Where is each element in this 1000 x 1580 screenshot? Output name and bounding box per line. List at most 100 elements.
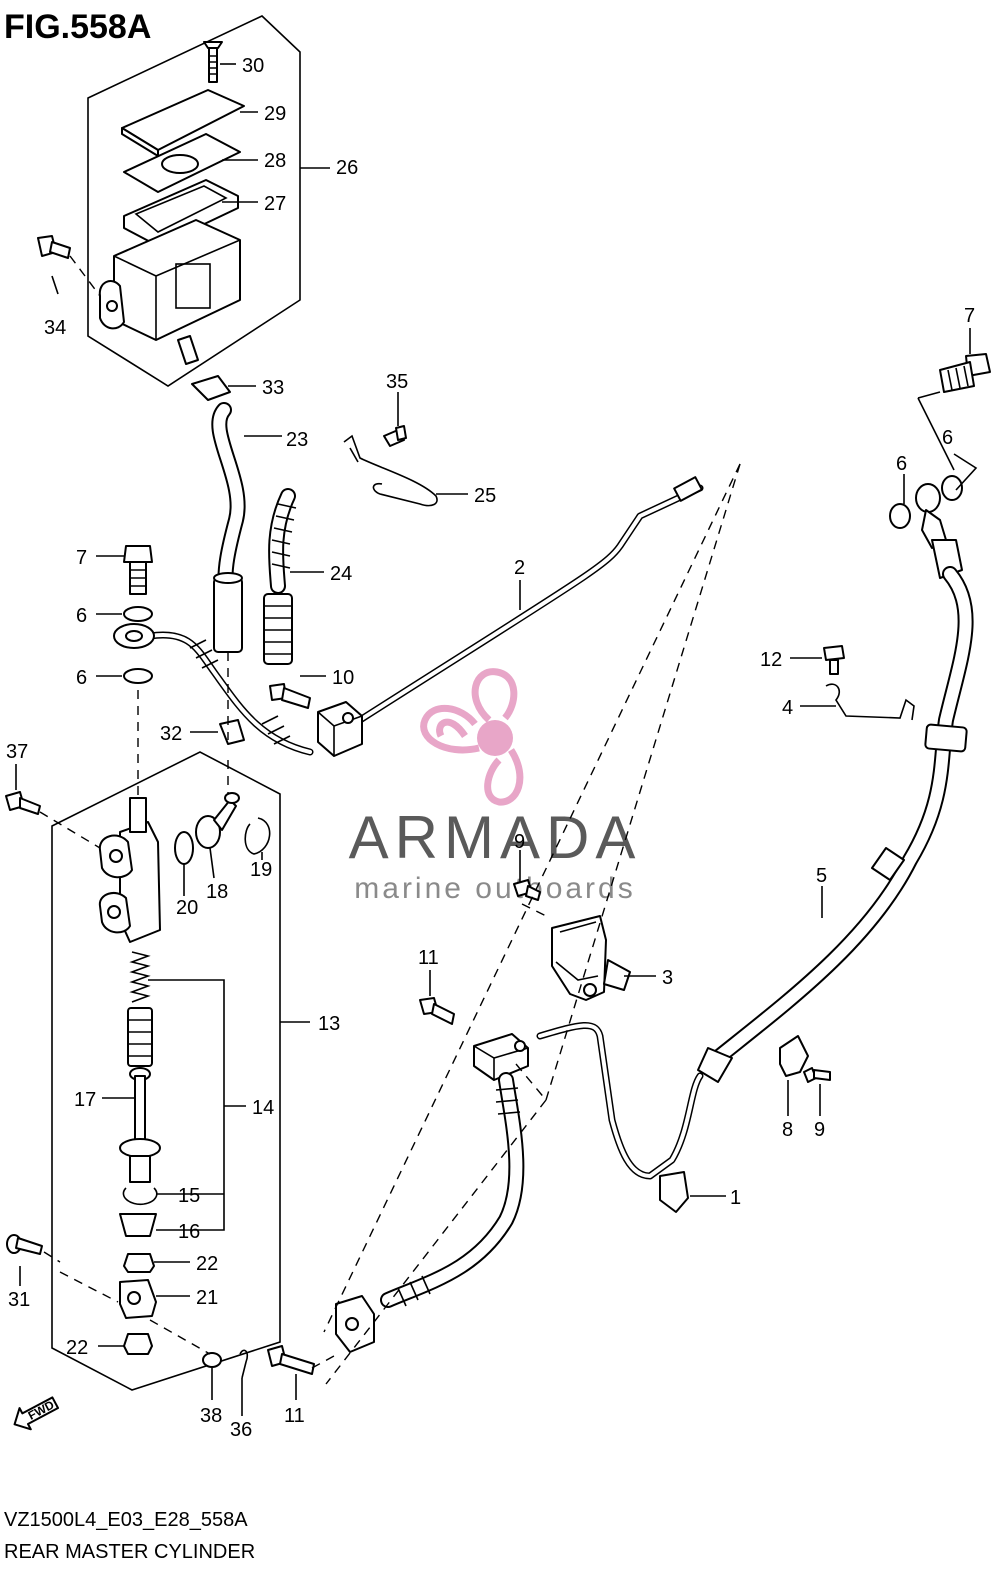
callout-15: 15 xyxy=(178,1185,200,1207)
washer-38 xyxy=(202,1352,222,1368)
callout-7-right: 7 xyxy=(964,305,975,327)
washer-6-top xyxy=(123,606,153,622)
hose-24 xyxy=(263,488,297,665)
union-lower xyxy=(473,1033,529,1081)
master-cylinder-frame xyxy=(51,751,281,1391)
reservoir-body xyxy=(98,219,241,365)
figure-code: VZ1500L4_E03_E28_558A xyxy=(4,1509,248,1531)
callout-33: 33 xyxy=(262,377,284,399)
callout-12: 12 xyxy=(760,649,782,671)
propeller-icon xyxy=(420,668,524,806)
bolt-11-bottom xyxy=(267,1345,315,1375)
fwd-badge: FWD xyxy=(13,1396,60,1431)
brand-tagline: marine outboards xyxy=(354,872,635,905)
callout-6-bottom: 6 xyxy=(76,667,87,689)
callout-13: 13 xyxy=(318,1013,340,1035)
callout-3: 3 xyxy=(662,967,673,989)
callout-36: 36 xyxy=(230,1419,252,1441)
callout-16: 16 xyxy=(178,1221,200,1243)
callout-20: 20 xyxy=(176,897,198,919)
figure-name: REAR MASTER CYLINDER xyxy=(4,1541,255,1563)
callout-35: 35 xyxy=(386,371,408,393)
piston xyxy=(127,1007,153,1067)
brake-hose-lower xyxy=(380,1072,525,1308)
reservoir-frame xyxy=(87,15,301,387)
bracket-3 xyxy=(551,915,631,1001)
connector-18 xyxy=(195,792,240,849)
clamp-33 xyxy=(191,375,231,401)
callout-6-top: 6 xyxy=(76,605,87,627)
clevis-21 xyxy=(119,1279,157,1319)
callout-8: 8 xyxy=(782,1119,793,1141)
callout-11-top: 11 xyxy=(418,947,439,969)
master-cylinder-body xyxy=(98,797,161,943)
callout-26: 26 xyxy=(336,157,358,179)
hose-23 xyxy=(211,402,246,653)
push-rod-17 xyxy=(119,1067,161,1183)
bolt-7-left xyxy=(123,545,153,595)
bolt-34 xyxy=(37,235,101,297)
washer-6-right-a xyxy=(941,475,963,501)
callout-21: 21 xyxy=(196,1287,218,1309)
callout-6-right-a: 6 xyxy=(942,427,953,449)
callout-25: 25 xyxy=(474,485,496,507)
callout-34: 34 xyxy=(44,317,66,339)
nut-22-top xyxy=(123,1253,155,1273)
callout-1: 1 xyxy=(730,1187,741,1209)
clamp-8 xyxy=(779,1035,809,1077)
bolt-7-right xyxy=(939,353,991,393)
callout-30: 30 xyxy=(242,55,264,77)
brake-pipe-1 xyxy=(536,1021,704,1213)
callout-4: 4 xyxy=(782,697,793,719)
brake-hose-5 xyxy=(697,566,974,1083)
circlip-19 xyxy=(244,817,271,855)
callout-24: 24 xyxy=(330,563,352,585)
bolt-11-top xyxy=(419,997,455,1025)
washer-6-bottom xyxy=(123,668,153,684)
callout-6-right-b: 6 xyxy=(896,453,907,475)
o-ring-20 xyxy=(174,831,194,865)
bracket-25 xyxy=(343,425,438,507)
brand-name: ARMADA xyxy=(349,804,642,871)
callout-23: 23 xyxy=(286,429,308,451)
boot-16 xyxy=(119,1213,157,1237)
washer-6-right-b xyxy=(889,503,911,529)
callout-14: 14 xyxy=(252,1097,274,1119)
hose-fitting-bottom xyxy=(335,1295,375,1353)
bolt-10 xyxy=(269,683,311,709)
callout-5: 5 xyxy=(816,865,827,887)
callout-9-right: 9 xyxy=(814,1119,825,1141)
callout-9-center: 9 xyxy=(514,831,525,853)
bolt-37 xyxy=(5,791,101,849)
callout-32: 32 xyxy=(160,723,182,745)
clamp-32 xyxy=(219,719,245,745)
bolt-9-right xyxy=(803,1067,831,1083)
clamp-4 xyxy=(825,683,915,721)
union-block xyxy=(317,701,363,757)
bolt-12 xyxy=(823,645,845,675)
callout-22-bottom: 22 xyxy=(66,1337,88,1359)
hose-elbow xyxy=(113,623,314,756)
callout-38: 38 xyxy=(200,1405,222,1427)
callout-7-left: 7 xyxy=(76,547,87,569)
callout-22-top: 22 xyxy=(196,1253,218,1275)
callout-27: 27 xyxy=(264,193,286,215)
callout-28: 28 xyxy=(264,150,286,172)
callout-10: 10 xyxy=(332,667,354,689)
figure-title: FIG.558A xyxy=(4,8,151,46)
callout-11-bottom: 11 xyxy=(284,1405,305,1427)
brake-pipe-2 xyxy=(356,476,704,724)
callout-37: 37 xyxy=(6,741,28,763)
screw-30 xyxy=(203,41,223,83)
cotter-pin-36 xyxy=(239,1349,249,1379)
callout-31: 31 xyxy=(8,1289,30,1311)
pin-31 xyxy=(6,1234,119,1303)
callout-29: 29 xyxy=(264,103,286,125)
nut-22-bottom xyxy=(123,1333,153,1355)
callout-2: 2 xyxy=(514,557,525,579)
callout-17: 17 xyxy=(74,1089,96,1111)
circlip-15 xyxy=(122,1187,158,1206)
callout-19: 19 xyxy=(250,859,272,881)
